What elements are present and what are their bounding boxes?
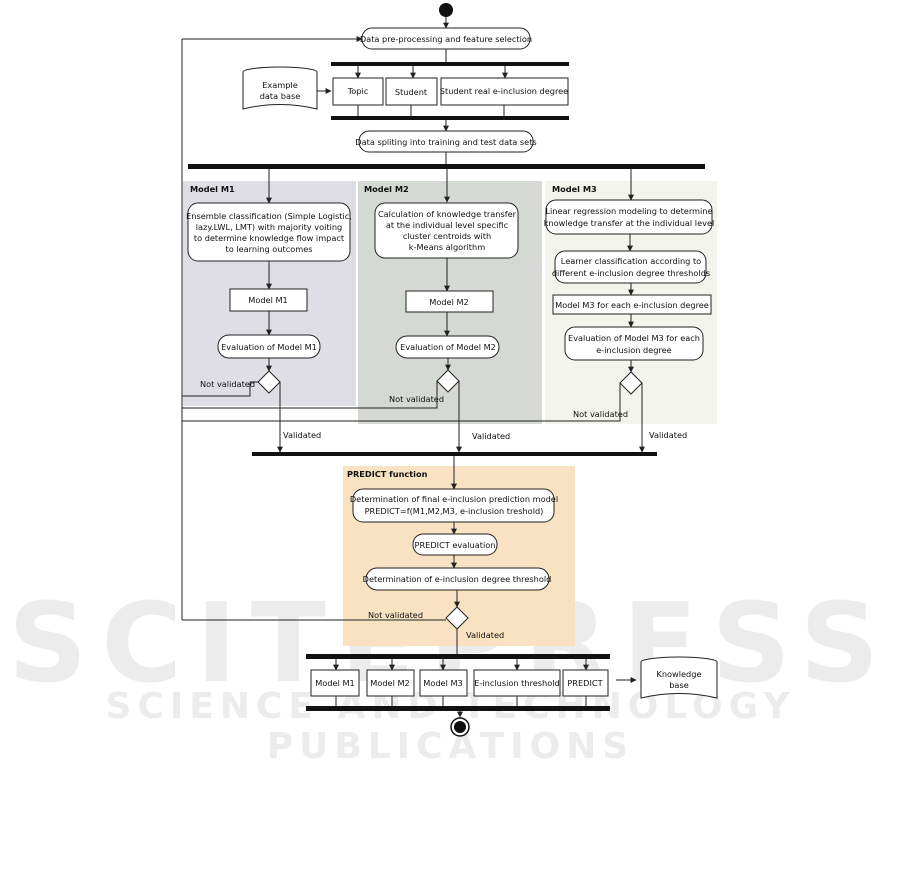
fork-bar-1 (331, 62, 569, 66)
m1-decision (257, 370, 281, 394)
output-m1-label: Model M1 (315, 678, 354, 688)
model-m1-title: Model M1 (190, 184, 235, 194)
m1-evaluation-label: Evaluation of Model M1 (221, 342, 317, 352)
model-m2-title: Model M2 (364, 184, 409, 194)
knowledge-base (640, 656, 718, 699)
m3-regression-node (545, 199, 713, 235)
topic-label: Topic (347, 86, 369, 96)
m1-validated-label: Validated (283, 430, 321, 440)
m1-step1-line-2: lazy.LWL, LMT) with majority voiting (196, 222, 343, 232)
student-node (385, 77, 438, 106)
m1-model-label: Model M1 (248, 295, 287, 305)
output-m1-node (310, 669, 360, 697)
m3-not-validated-label: Not validated (573, 409, 628, 419)
knowledge-base-label-2: base (669, 680, 689, 690)
m2-decision (436, 369, 460, 393)
m1-step1-line-3: to determine knowledge flow impact (194, 233, 345, 243)
example-db-label-1: Example (262, 80, 298, 90)
topic-node (332, 77, 384, 106)
threshold-determination-label: Determination of e-inclusion degree thre… (363, 574, 552, 584)
output-threshold-label: E-inclusion threshold (474, 678, 559, 688)
output-predict-node (562, 669, 609, 697)
knowledge-base-label-1: Knowledge (656, 669, 701, 679)
m2-step1-line-3: cluster centroids with (403, 231, 491, 241)
output-m3-node (419, 669, 468, 697)
join-bar-2 (252, 452, 657, 456)
m3-model-node (552, 294, 712, 315)
predict-determination-line-1: Determination of final e-inclusion predi… (350, 494, 558, 504)
m3-step2-line-1: Learner classification according to (561, 256, 701, 266)
m3-validated-label: Validated (649, 430, 687, 440)
output-m2-label: Model M2 (370, 678, 409, 688)
student-label: Student (395, 87, 428, 97)
m3-evaluation-line-1: Evaluation of Model M3 for each (568, 333, 700, 343)
m2-step1-line-2: at the individual level specific (386, 220, 508, 230)
m2-not-validated-label: Not validated (389, 394, 444, 404)
m3-decision (619, 371, 643, 395)
m3-step1-line-1: Linear regression modeling to determine (545, 206, 712, 216)
example-database (242, 66, 318, 110)
join-bar-3 (306, 706, 610, 711)
preprocessing-label: Data pre-processing and feature selectio… (360, 34, 532, 44)
m1-step1-line-4: to learning outcomes (225, 244, 312, 254)
end-node (454, 721, 466, 733)
output-m3-label: Model M3 (423, 678, 462, 688)
model-m3-title: Model M3 (552, 184, 597, 194)
m3-evaluation-node (564, 326, 704, 361)
m1-not-validated-label: Not validated (200, 379, 255, 389)
student-degree-label: Student real e-inclusion degree (440, 86, 568, 96)
predict-title: PREDICT function (347, 469, 428, 479)
output-predict-label: PREDICT (567, 678, 603, 688)
join-bar-1 (331, 116, 569, 120)
predict-determination-line-2: PREDICT=f(M1,M2,M3, e-inclusion treshold… (365, 506, 544, 516)
start-node (439, 3, 453, 17)
m3-model-label: Model M3 for each e-inclusion degree (555, 300, 709, 310)
output-threshold-node (473, 669, 561, 697)
m2-validated-label: Validated (472, 431, 510, 441)
m2-evaluation-label: Evaluation of Model M2 (400, 342, 496, 352)
predict-validated-label: Validated (466, 630, 504, 640)
fork-bar-3 (306, 654, 610, 659)
m2-model-label: Model M2 (429, 297, 468, 307)
predict-not-validated-label: Not validated (368, 610, 423, 620)
m1-step1-line-1: Ensemble classification (Simple Logistic… (186, 211, 352, 221)
m3-evaluation-line-2: e-inclusion degree (596, 345, 671, 355)
example-db-label-2: data base (260, 91, 301, 101)
m2-step1-line-1: Calculation of knowledge transfer (378, 209, 517, 219)
m2-step1-line-4: k-Means algorithm (409, 242, 485, 252)
predict-evaluation-node (412, 533, 498, 556)
splitting-label: Data spliting into training and test dat… (355, 137, 536, 147)
student-degree-node (440, 77, 569, 106)
m2-model-node (405, 290, 494, 313)
output-m2-node (366, 669, 415, 697)
m3-step2-line-2: different e-inclusion degree thresholds (552, 268, 710, 278)
predict-evaluation-label: PREDICT evaluation (415, 540, 496, 550)
fork-bar-2 (188, 164, 705, 169)
m3-step1-line-2: knowledge transfer at the individual lev… (544, 218, 715, 228)
